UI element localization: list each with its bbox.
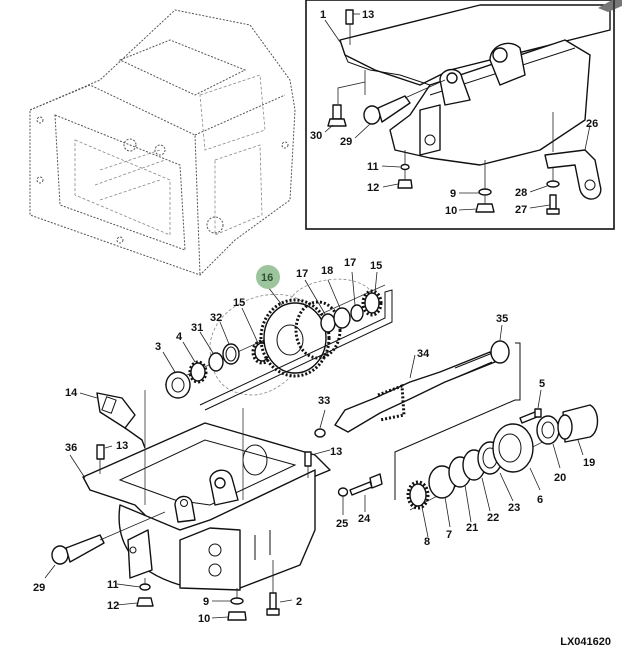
callout-28-inset[interactable]: 28 bbox=[515, 187, 527, 199]
callout-21[interactable]: 21 bbox=[466, 522, 478, 534]
highlight-marker-16 bbox=[256, 265, 280, 289]
callout-8[interactable]: 8 bbox=[424, 536, 430, 548]
callout-6[interactable]: 6 bbox=[537, 494, 543, 506]
callout-35[interactable]: 35 bbox=[496, 313, 508, 325]
callout-10[interactable]: 10 bbox=[198, 613, 210, 625]
gear-16 bbox=[263, 302, 327, 374]
figure-id-label: LX041620 bbox=[560, 636, 611, 648]
shaft-34 bbox=[334, 351, 496, 433]
callout-1-inset[interactable]: 1 bbox=[320, 9, 326, 21]
callout-27-inset[interactable]: 27 bbox=[515, 204, 527, 216]
lower-housing bbox=[44, 390, 383, 621]
bearing-housing-6 bbox=[492, 423, 534, 473]
callout-3[interactable]: 3 bbox=[155, 341, 161, 353]
callout-26-inset[interactable]: 26 bbox=[586, 118, 598, 130]
callout-34[interactable]: 34 bbox=[417, 348, 430, 360]
callout-12[interactable]: 12 bbox=[107, 600, 119, 612]
callout-29-inset[interactable]: 29 bbox=[340, 136, 352, 148]
callout-15a[interactable]: 15 bbox=[370, 260, 382, 272]
callout-32[interactable]: 32 bbox=[210, 312, 222, 324]
callout-19[interactable]: 19 bbox=[583, 457, 595, 469]
callout-13a[interactable]: 13 bbox=[116, 440, 128, 452]
callout-17a[interactable]: 17 bbox=[296, 268, 308, 280]
callout-9[interactable]: 9 bbox=[203, 596, 209, 608]
sealant-bottle-14 bbox=[96, 392, 136, 429]
callout-30-inset[interactable]: 30 bbox=[310, 130, 322, 142]
inset-detail bbox=[305, 0, 615, 230]
callout-9-inset[interactable]: 9 bbox=[450, 188, 456, 200]
callout-16[interactable]: 16 bbox=[261, 272, 273, 284]
callout-24[interactable]: 24 bbox=[358, 513, 371, 525]
callout-14[interactable]: 14 bbox=[65, 387, 78, 399]
callout-7[interactable]: 7 bbox=[446, 529, 452, 541]
callout-23[interactable]: 23 bbox=[508, 502, 520, 514]
gear-train bbox=[162, 271, 393, 411]
callout-22[interactable]: 22 bbox=[487, 512, 499, 524]
callout-33[interactable]: 33 bbox=[318, 395, 330, 407]
callout-13b[interactable]: 13 bbox=[330, 446, 342, 458]
callout-labels: 1 13 30 29 26 11 12 9 10 28 27 16 17 18 … bbox=[33, 9, 598, 625]
callout-12-inset[interactable]: 12 bbox=[367, 182, 379, 194]
callout-31[interactable]: 31 bbox=[191, 322, 203, 334]
callout-11[interactable]: 11 bbox=[107, 579, 119, 591]
callout-29[interactable]: 29 bbox=[33, 582, 45, 594]
callout-5[interactable]: 5 bbox=[539, 378, 545, 390]
callout-36[interactable]: 36 bbox=[65, 442, 77, 454]
callout-10-inset[interactable]: 10 bbox=[445, 205, 457, 217]
shaft-assembly bbox=[334, 324, 599, 538]
callout-17b[interactable]: 17 bbox=[344, 257, 356, 269]
pin-13-inset bbox=[345, 9, 354, 25]
callout-15b[interactable]: 15 bbox=[233, 297, 245, 309]
callout-20[interactable]: 20 bbox=[554, 472, 566, 484]
snap-ring-35 bbox=[490, 340, 510, 364]
callout-11-inset[interactable]: 11 bbox=[367, 161, 379, 173]
callout-13-inset[interactable]: 13 bbox=[362, 9, 374, 21]
callout-4[interactable]: 4 bbox=[176, 331, 183, 343]
callout-25[interactable]: 25 bbox=[336, 518, 348, 530]
bearing-cup-3 bbox=[165, 371, 191, 399]
ghost-transmission-case bbox=[29, 9, 296, 276]
callout-18[interactable]: 18 bbox=[321, 265, 333, 277]
corner-arrow-icon bbox=[598, 0, 622, 12]
callout-2[interactable]: 2 bbox=[296, 596, 302, 608]
